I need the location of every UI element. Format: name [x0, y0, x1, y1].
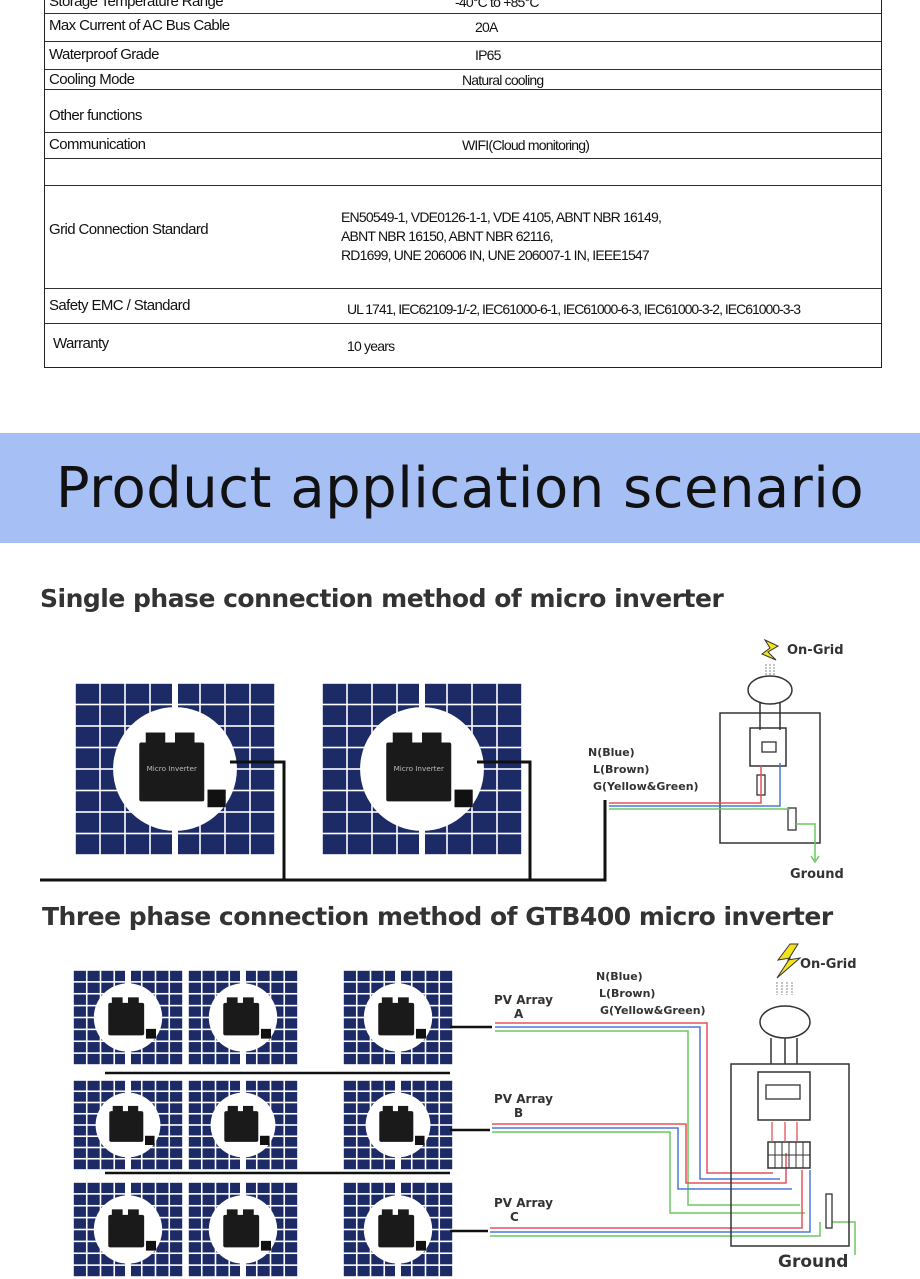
spec-table: Storage Temperature Range -40°C to +85°C… [44, 0, 882, 368]
row-label: Communication [49, 136, 146, 153]
row-value: UL 1741, IEC62109-1/-2, IEC61000-6-1, IE… [347, 301, 801, 317]
table-row: Cooling Mode Natural cooling [45, 69, 881, 89]
row-label: Grid Connection Standard [49, 221, 209, 238]
table-row: Warranty 10 years [45, 323, 881, 367]
pv-array-a-letter: A [514, 1007, 524, 1021]
micro-inverter [108, 1209, 157, 1251]
solar-panel [73, 1080, 183, 1170]
row-value: 10 years [347, 338, 395, 354]
micro-inverter [379, 1105, 425, 1146]
table-row: Other functions [45, 89, 881, 132]
micro-inverter [224, 1105, 270, 1146]
row-label: Max Current of AC Bus Cable [49, 17, 230, 34]
solar-panel [188, 1080, 298, 1170]
three-phase-title: Three phase connection method of GTB400 … [42, 902, 833, 931]
row-label: Warranty [53, 335, 109, 352]
row-value: IP65 [475, 47, 501, 63]
value-line: EN50549-1, VDE0126-1-1, VDE 4105, ABNT N… [341, 209, 662, 225]
micro-inverter: Micro Inverter [386, 732, 473, 808]
pv-array-b-letter: B [514, 1106, 523, 1120]
row-value: -40°C to +85°C [455, 0, 539, 10]
table-row: Storage Temperature Range -40°C to +85°C [45, 0, 881, 13]
row-value: WIFI(Cloud monitoring) [462, 137, 590, 153]
section-banner: Product application scenario [0, 433, 920, 543]
three-grid-label: On-Grid [800, 957, 857, 972]
micro-inverter [109, 1105, 155, 1146]
table-row: Safety EMC / Standard UL 1741, IEC62109-… [45, 288, 881, 323]
single-wire-label-l: L(Brown) [593, 763, 649, 776]
row-label: Safety EMC / Standard [49, 297, 190, 314]
three-ground-label: Ground [778, 1252, 848, 1272]
table-row: Max Current of AC Bus Cable 20A [45, 13, 881, 41]
inverter-label: Micro Inverter [147, 764, 197, 773]
pv-array-c-letter: C [510, 1210, 519, 1224]
table-row: Communication WIFI(Cloud monitoring) [45, 132, 881, 158]
solar-panel [73, 970, 183, 1065]
banner-title: Product application scenario [55, 455, 865, 521]
solar-panel [188, 970, 298, 1065]
single-grid-label: On-Grid [787, 643, 844, 658]
micro-inverter [378, 997, 427, 1039]
single-phase-wiring [40, 638, 821, 882]
pv-array-b-label: PV Array [494, 1092, 553, 1106]
micro-inverter [108, 997, 157, 1039]
micro-inverter [223, 1209, 272, 1251]
solar-panel: Micro Inverter [322, 683, 522, 855]
single-phase-title: Single phase connection method of micro … [40, 584, 724, 613]
row-value: 20A [475, 19, 498, 35]
micro-inverter: Micro Inverter [139, 732, 226, 808]
solar-panel [343, 1080, 453, 1170]
micro-inverter [378, 1209, 427, 1251]
row-label: Storage Temperature Range [49, 0, 224, 10]
table-row [45, 158, 881, 185]
inverter-label: Micro Inverter [394, 764, 444, 773]
row-value: Natural cooling [462, 72, 544, 88]
single-wire-label-n: N(Blue) [588, 746, 635, 759]
table-row: Grid Connection Standard EN50549-1, VDE0… [45, 185, 881, 288]
single-ground-label: Ground [790, 867, 844, 882]
solar-panel [343, 1182, 453, 1277]
micro-inverter [223, 997, 272, 1039]
solar-panel: Micro Inverter [75, 683, 275, 855]
solar-panel [188, 1182, 298, 1277]
row-label: Waterproof Grade [49, 46, 160, 63]
row-label: Cooling Mode [49, 71, 135, 88]
value-line: ABNT NBR 16150, ABNT NBR 62116, [341, 228, 554, 244]
three-phase-wiring [450, 943, 856, 1255]
table-row: Waterproof Grade IP65 [45, 41, 881, 69]
pv-array-c-label: PV Array [494, 1196, 553, 1210]
row-label: Other functions [49, 107, 142, 124]
row-value: EN50549-1, VDE0126-1-1, VDE 4105, ABNT N… [341, 208, 662, 265]
three-wire-label-n: N(Blue) [596, 970, 643, 983]
pv-array-a-label: PV Array [494, 993, 553, 1007]
three-wire-label-l: L(Brown) [599, 987, 655, 1000]
solar-panel [343, 970, 453, 1065]
three-wire-label-g: G(Yellow&Green) [600, 1004, 706, 1017]
single-wire-label-g: G(Yellow&Green) [593, 780, 699, 793]
solar-panel [73, 1182, 183, 1277]
value-line: RD1699, UNE 206006 IN, UNE 206007-1 IN, … [341, 247, 650, 263]
